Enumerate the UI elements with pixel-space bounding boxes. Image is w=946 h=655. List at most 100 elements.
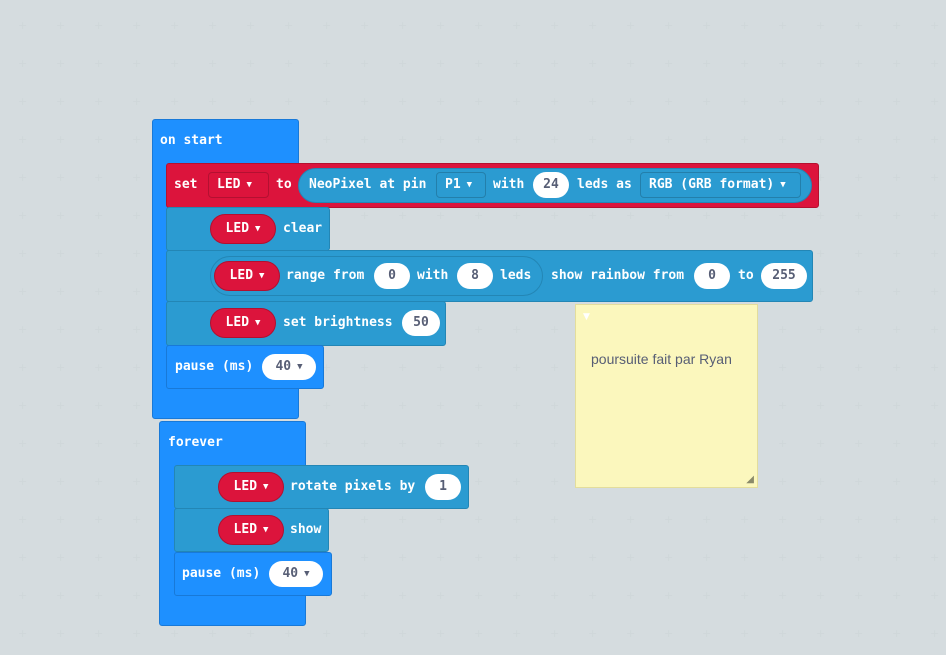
grid-dot: + [512, 361, 522, 374]
led-variable-pill[interactable]: LED▼ [214, 261, 280, 291]
grid-dot: + [56, 285, 66, 298]
grid-dot: + [246, 57, 256, 70]
grid-dot: + [208, 19, 218, 32]
grid-dot: + [94, 627, 104, 640]
dropdown-arrow-icon: ▼ [263, 482, 269, 492]
led-variable-value: LED [233, 522, 258, 537]
grid-dot: + [474, 57, 484, 70]
grid-dot: + [398, 57, 408, 70]
grid-dot: + [18, 475, 28, 488]
rainbow-start-input[interactable]: 0 [694, 263, 730, 289]
led-variable-pill[interactable]: LED▼ [210, 308, 276, 338]
grid-dot: + [474, 19, 484, 32]
grid-dot: + [18, 361, 28, 374]
dropdown-arrow-icon: ▼ [263, 525, 269, 535]
grid-dot: + [740, 513, 750, 526]
comment-collapse-icon[interactable]: ▼ [583, 312, 590, 322]
grid-dot: + [56, 399, 66, 412]
grid-dot: + [18, 171, 28, 184]
range-with-label: with [417, 268, 449, 283]
pin-dropdown[interactable]: P1▼ [436, 172, 486, 198]
grid-dot: + [474, 551, 484, 564]
range-start-input[interactable]: 0 [374, 263, 410, 289]
grid-dot: + [512, 551, 522, 564]
grid-dot: + [322, 627, 332, 640]
grid-dot: + [94, 247, 104, 260]
grid-dot: + [94, 133, 104, 146]
grid-dot: + [436, 361, 446, 374]
grid-dot: + [132, 627, 142, 640]
range-leds-label: leds [500, 268, 532, 283]
comment-text[interactable]: poursuite fait par Ryan [591, 351, 732, 367]
resize-handle-icon[interactable]: ◢ [746, 474, 754, 485]
grid-dot: + [512, 437, 522, 450]
format-dropdown[interactable]: RGB (GRB format)▼ [640, 172, 801, 198]
pause-label: pause (ms) [182, 566, 261, 581]
led-variable-pill[interactable]: LED▼ [210, 214, 276, 244]
led-variable-pill[interactable]: LED ▼ [218, 515, 284, 545]
pause-value: 40 [282, 566, 299, 581]
grid-dot: + [664, 551, 674, 564]
grid-dot: + [778, 57, 788, 70]
grid-dot: + [132, 247, 142, 260]
grid-dot: + [550, 627, 560, 640]
grid-dot: + [360, 399, 370, 412]
grid-dot: + [816, 95, 826, 108]
rainbow-to-label: to [738, 268, 754, 283]
grid-dot: + [626, 19, 636, 32]
grid-dot: + [740, 95, 750, 108]
brightness-input[interactable]: 50 [402, 310, 440, 336]
grid-dot: + [892, 437, 902, 450]
grid-dot: + [892, 133, 902, 146]
grid-dot: + [284, 19, 294, 32]
grid-dot: + [664, 57, 674, 70]
grid-dot: + [246, 95, 256, 108]
grid-dot: + [56, 171, 66, 184]
range-count-input[interactable]: 8 [457, 263, 493, 289]
grid-dot: + [930, 171, 940, 184]
grid-dot: + [436, 95, 446, 108]
grid-dot: + [816, 209, 826, 222]
grid-dot: + [246, 627, 256, 640]
grid-dot: + [816, 399, 826, 412]
grid-dot: + [56, 247, 66, 260]
set-brightness-label: set brightness [283, 315, 393, 330]
grid-dot: + [18, 285, 28, 298]
grid-dot: + [702, 551, 712, 564]
grid-dot: + [854, 323, 864, 336]
grid-dot: + [626, 209, 636, 222]
rotate-amount-input[interactable]: 1 [425, 474, 461, 500]
grid-dot: + [892, 361, 902, 374]
grid-dot: + [512, 513, 522, 526]
grid-dot: + [94, 171, 104, 184]
grid-dot: + [588, 19, 598, 32]
pause-value-dropdown[interactable]: 40▼ [262, 354, 316, 380]
grid-dot: + [892, 285, 902, 298]
led-count-input[interactable]: 24 [533, 172, 569, 198]
grid-dot: + [816, 57, 826, 70]
grid-dot: + [474, 513, 484, 526]
led-variable-pill[interactable]: LED▼ [218, 472, 284, 502]
with-label: with [493, 177, 525, 192]
grid-dot: + [512, 399, 522, 412]
grid-dot: + [816, 627, 826, 640]
grid-dot: + [778, 323, 788, 336]
grid-dot: + [208, 95, 218, 108]
comment-note[interactable]: ▼ poursuite fait par Ryan ◢ [575, 304, 758, 488]
grid-dot: + [94, 209, 104, 222]
grid-dot: + [512, 475, 522, 488]
grid-dot: + [854, 399, 864, 412]
rainbow-end-input[interactable]: 255 [761, 263, 807, 289]
grid-dot: + [284, 627, 294, 640]
grid-dot: + [588, 209, 598, 222]
grid-dot: + [626, 95, 636, 108]
grid-dot: + [550, 475, 560, 488]
rotate-pixels-label: rotate pixels by [290, 479, 416, 494]
grid-dot: + [398, 551, 408, 564]
grid-dot: + [892, 399, 902, 412]
led-variable-dropdown[interactable]: LED▼ [208, 172, 269, 198]
dropdown-arrow-icon: ▼ [466, 180, 473, 190]
pause-value-dropdown[interactable]: 40▼ [269, 561, 323, 587]
grid-dot: + [626, 627, 636, 640]
